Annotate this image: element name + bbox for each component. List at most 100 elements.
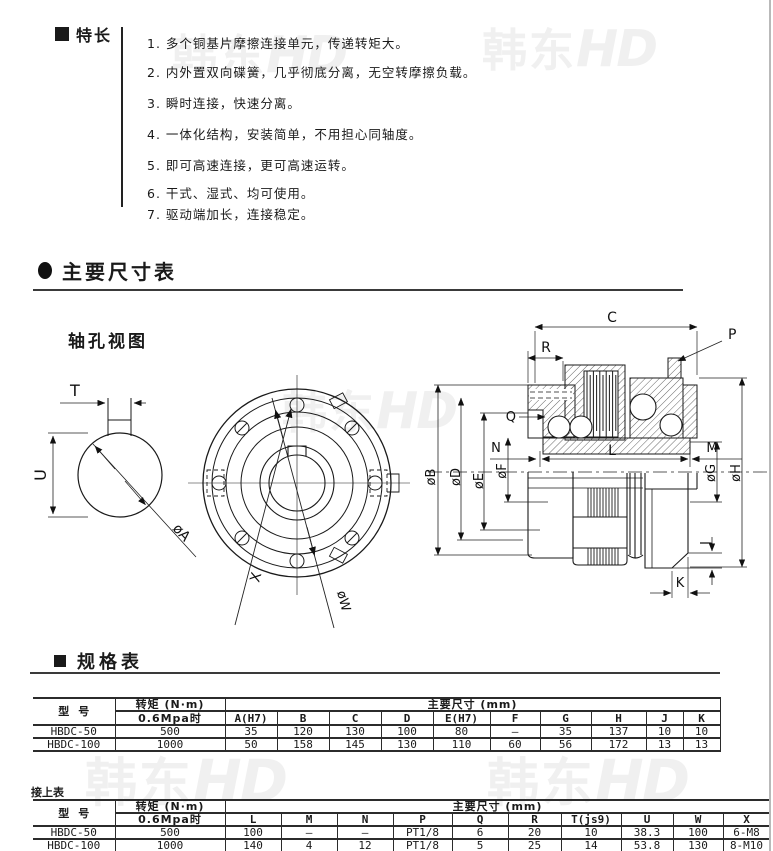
watermark-cn: 韩东	[482, 24, 577, 77]
t2-cell: 100	[672, 825, 724, 840]
t1-row-hbdc-50: HBDC-50 500 35 120 130 100 80 – 35 137 1…	[33, 724, 721, 739]
t1-col-header: A(H7)	[224, 710, 278, 726]
t1-cell: 10	[682, 724, 721, 739]
shaft-hole-view-label: 轴孔视图	[68, 332, 148, 352]
t1-col-header: K	[682, 710, 721, 726]
square-bullet-icon	[54, 655, 66, 667]
t1-cell: 145	[328, 737, 382, 752]
t1-cell: 137	[590, 724, 647, 739]
dim-label-M: M	[706, 441, 717, 456]
t1-col-header: F	[489, 710, 541, 726]
t2-torque-cell: 500	[114, 825, 226, 840]
dim-label-R: R	[541, 340, 551, 356]
t2-col-header: X	[722, 812, 771, 827]
t2-cell: –	[336, 825, 394, 840]
features-divider	[121, 27, 123, 207]
front-view-dimensions	[234, 397, 335, 629]
t1-cell: 13	[645, 737, 684, 752]
t2-model-cell: HBDC-50	[33, 825, 116, 840]
t2-col-header: T(js9)	[560, 812, 622, 827]
technical-drawing: T U øA	[31, 310, 768, 629]
section-rule	[33, 289, 683, 291]
t1-cell: 158	[276, 737, 330, 752]
t1-cell: 56	[539, 737, 592, 752]
t2-model-header: 型号	[33, 799, 116, 827]
t2-cell: 5	[451, 838, 509, 851]
dim-label-J: J	[699, 541, 714, 546]
dim-label-U: U	[31, 469, 50, 481]
t1-cell: 13	[682, 737, 721, 752]
t1-cell: 100	[380, 724, 434, 739]
dim-label-C: C	[607, 310, 617, 326]
t1-cell: 130	[328, 724, 382, 739]
watermark-cn: 韩东	[172, 30, 267, 83]
t2-col-header: U	[620, 812, 674, 827]
t2-col-header: W	[672, 812, 724, 827]
t1-torque-cell: 1000	[114, 737, 226, 752]
feature-item: 1. 多个铜基片摩擦连接单元，传递转矩大。	[147, 36, 409, 51]
t2-model-cell: HBDC-100	[33, 838, 116, 851]
shaft-hole-view	[77, 398, 163, 518]
dim-label-X: X	[247, 570, 265, 584]
t1-torque-subheader: 0.6Mpa时	[115, 710, 226, 726]
circle-bullet-icon	[38, 262, 52, 279]
t1-cell: 35	[224, 724, 278, 739]
page-border	[769, 0, 771, 851]
dim-label-phiF: øF	[495, 463, 510, 478]
t2-col-header: M	[280, 812, 338, 827]
t1-col-header: B	[276, 710, 330, 726]
dim-label-phiH: øH	[729, 464, 744, 482]
t1-cell: 130	[380, 737, 434, 752]
dim-label-P: P	[728, 327, 736, 343]
continued-table-note: 接上表	[31, 786, 64, 799]
t2-col-header: Q	[451, 812, 509, 827]
dim-label-N: N	[491, 441, 501, 456]
dim-label-K: K	[676, 576, 685, 591]
t1-dims-header: 主要尺寸 (mm)	[224, 697, 721, 712]
t2-row-hbdc-100: HBDC-100 1000 140 4 12 PT1/8 5 25 14 53.…	[33, 838, 771, 851]
t2-cell: PT1/8	[392, 838, 453, 851]
t1-model-header: 型号	[33, 697, 116, 726]
t2-torque-subheader: 0.6Mpa时	[115, 812, 226, 827]
t1-cell: 120	[276, 724, 330, 739]
feature-item: 6. 干式、湿式、均可使用。	[147, 186, 315, 201]
brand-watermark: 韩东HD	[482, 23, 658, 77]
feature-item: 7. 驱动端加长，连接稳定。	[147, 207, 315, 222]
square-bullet-icon	[55, 27, 69, 41]
dim-label-L: L	[608, 443, 616, 459]
t1-cell: 80	[432, 724, 491, 739]
t2-col-header: R	[507, 812, 562, 827]
t2-cell: 20	[507, 825, 562, 840]
t1-cell: 50	[224, 737, 278, 752]
dimensions-section-title: 主要尺寸表	[62, 260, 177, 284]
front-view	[188, 375, 410, 595]
dim-label-phiB: øB	[424, 469, 439, 486]
t2-torque-header: 转矩 (N·m)	[114, 799, 226, 814]
section-rule	[30, 672, 720, 674]
t2-cell: 100	[224, 825, 282, 840]
t1-cell: 10	[645, 724, 684, 739]
t2-cell: 12	[336, 838, 394, 851]
t1-cell: 172	[590, 737, 647, 752]
t2-row-hbdc-50: HBDC-50 500 100 – – PT1/8 6 20 10 38.3 1…	[33, 825, 771, 840]
watermark-latin: HD	[266, 25, 348, 84]
feature-item: 4. 一体化结构，安装简单，不用担心同轴度。	[147, 127, 423, 142]
t1-col-header: E(H7)	[432, 710, 491, 726]
t1-col-header: C	[328, 710, 382, 726]
t2-col-header: N	[336, 812, 394, 827]
t1-cell: 110	[432, 737, 491, 752]
t2-cell: 53.8	[620, 838, 674, 851]
shaft-view-dimensions	[48, 399, 197, 558]
t2-cell: 25	[507, 838, 562, 851]
watermark-latin: HD	[376, 381, 458, 440]
dim-label-phiG: øG	[704, 464, 719, 482]
spec-table-1: 型号 转矩 (N·m) 主要尺寸 (mm) 0.6Mpa时 A(H7) B C …	[33, 697, 721, 752]
t2-cell: 14	[560, 838, 622, 851]
t1-model-cell: HBDC-50	[33, 724, 116, 739]
t2-cell: 10	[560, 825, 622, 840]
dim-label-phiW: øW	[333, 589, 353, 613]
t1-torque-cell: 500	[114, 724, 226, 739]
t2-dims-header: 主要尺寸 (mm)	[224, 799, 771, 814]
t2-cell: 4	[280, 838, 338, 851]
spec-section-title: 规格表	[77, 652, 143, 673]
